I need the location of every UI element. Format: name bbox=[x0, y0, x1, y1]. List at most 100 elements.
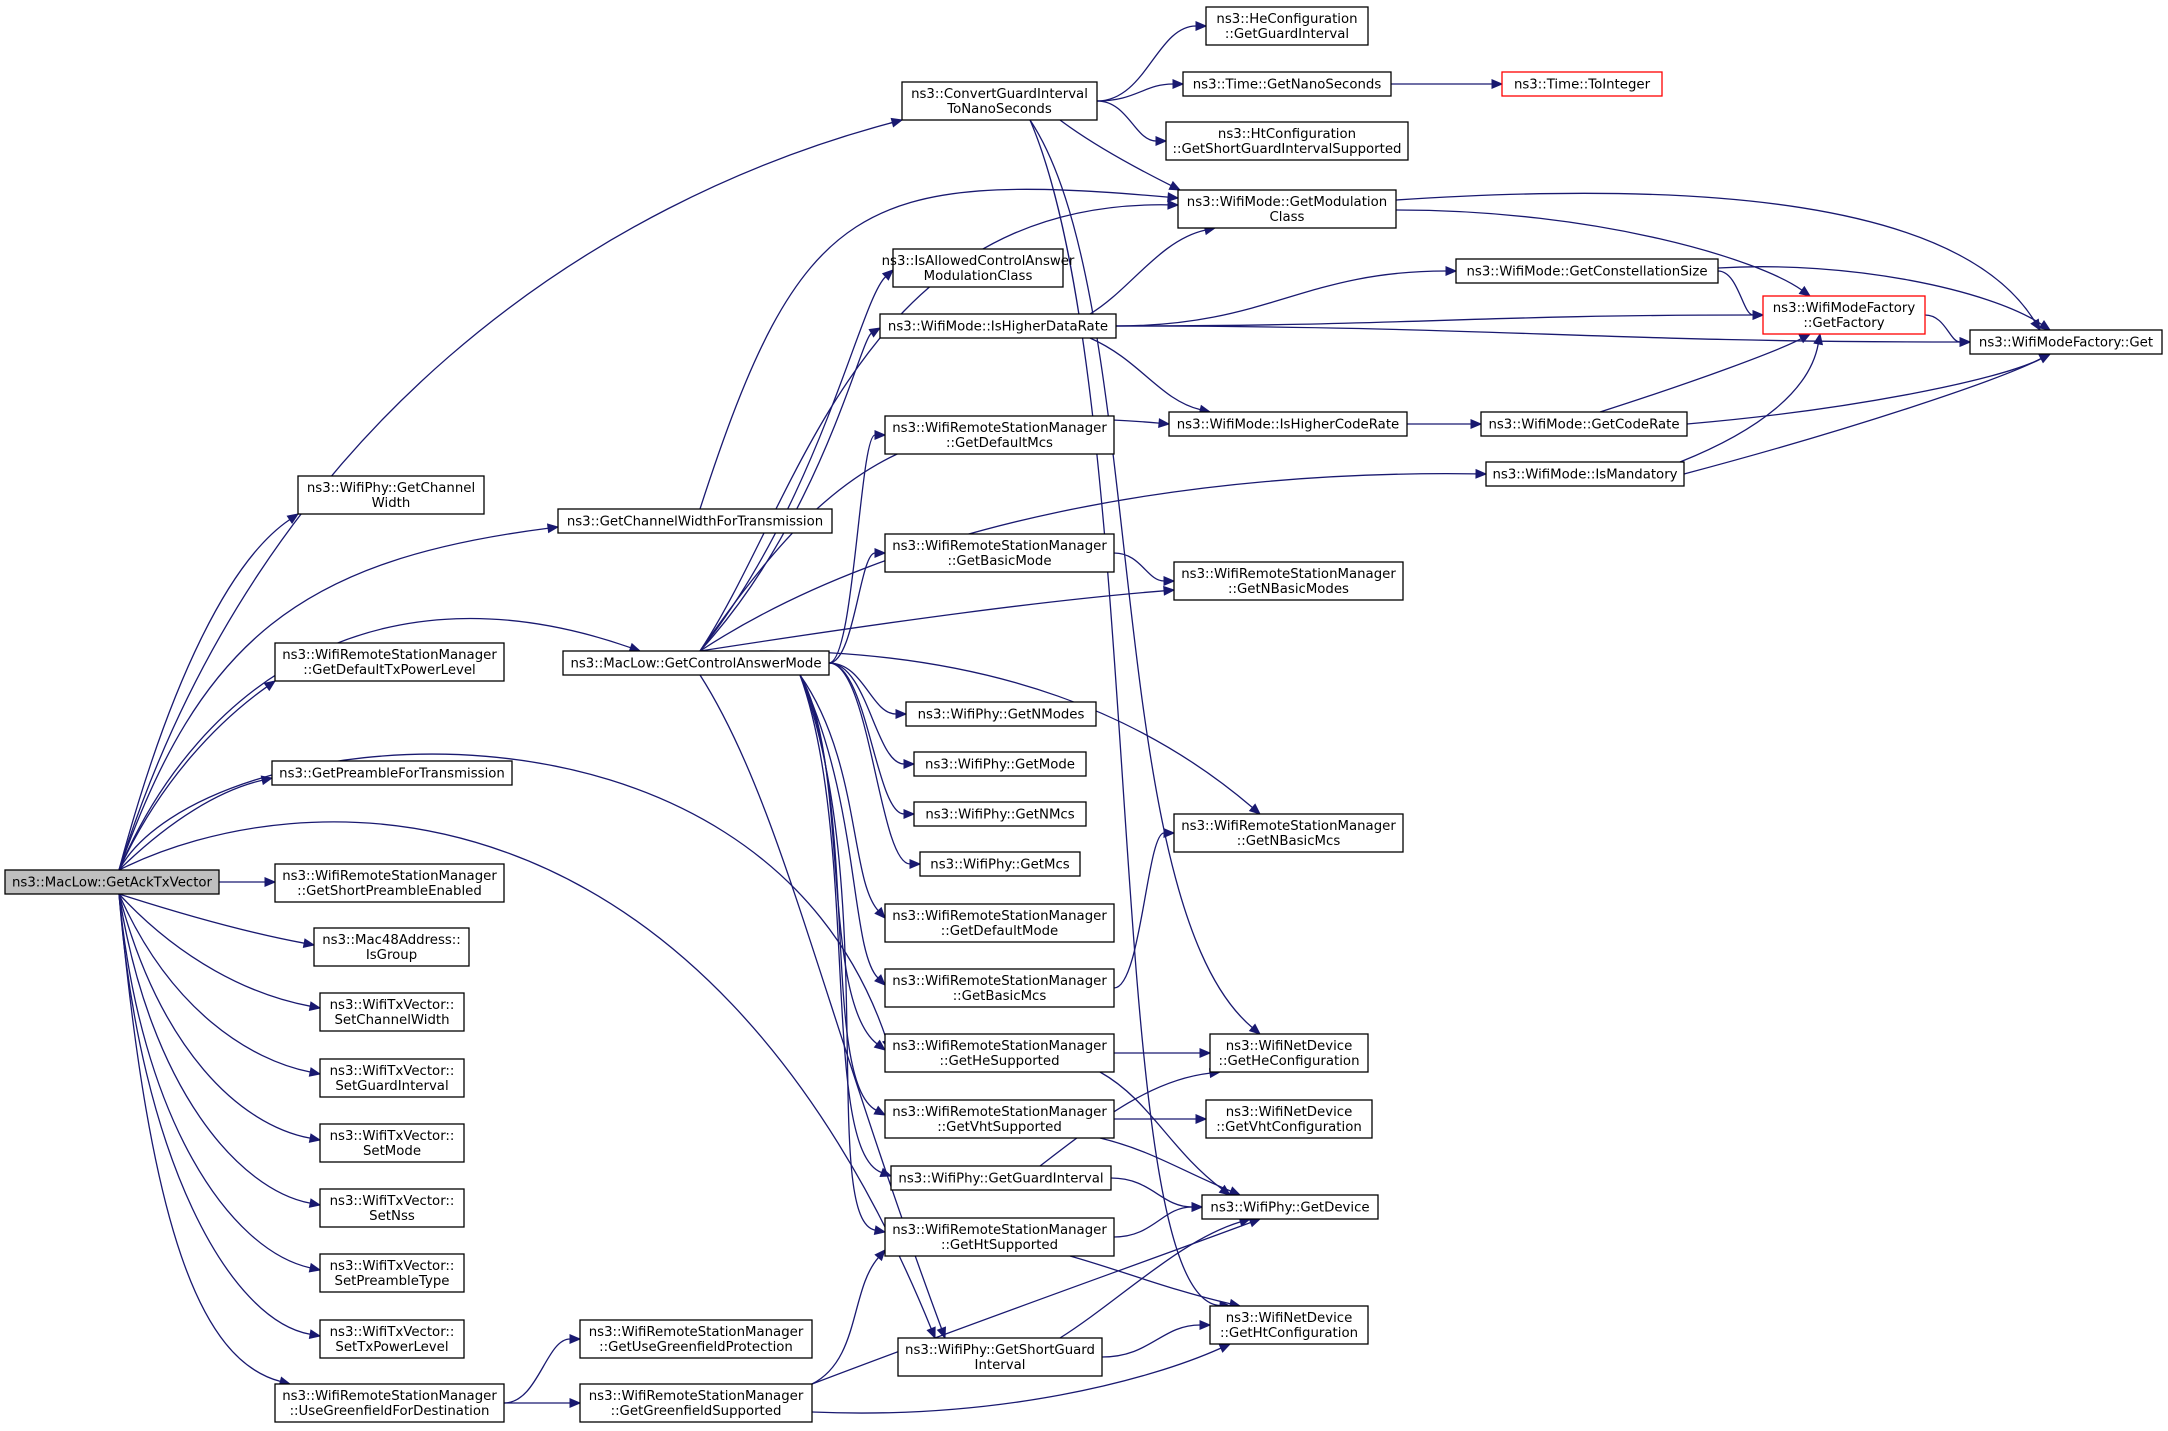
node-constsize[interactable]: ns3::WifiMode::GetConstellationSize bbox=[1455, 258, 1719, 284]
call-edge bbox=[1717, 266, 2052, 331]
node-factory_get[interactable]: ns3::WifiModeFactory::Get bbox=[1969, 329, 2163, 355]
node-label: ModulationClass bbox=[924, 269, 1033, 284]
node-hecfg_gi[interactable]: ns3::HeConfiguration::GetGuardInterval bbox=[1205, 6, 1369, 46]
node-ismandatory[interactable]: ns3::WifiMode::IsMandatory bbox=[1485, 461, 1685, 487]
node-preamble[interactable]: ns3::GetPreambleForTransmission bbox=[271, 760, 513, 786]
node-usegfprot[interactable]: ns3::WifiRemoteStationManager::GetUseGre… bbox=[579, 1319, 813, 1359]
node-ctrlanswer[interactable]: ns3::MacLow::GetControlAnswerMode bbox=[562, 650, 830, 676]
node-htcfgdev[interactable]: ns3::WifiNetDevice::GetHtConfiguration bbox=[1209, 1305, 1369, 1345]
node-label: ns3::WifiMode::GetModulation bbox=[1187, 195, 1387, 210]
node-label: ns3::WifiRemoteStationManager bbox=[892, 974, 1107, 989]
node-label: ns3::HtConfiguration bbox=[1218, 127, 1356, 142]
node-label: SetTxPowerLevel bbox=[335, 1340, 448, 1355]
node-hecfg[interactable]: ns3::WifiNetDevice::GetHeConfiguration bbox=[1209, 1033, 1369, 1073]
node-label: ns3::GetChannelWidthForTransmission bbox=[567, 515, 823, 530]
node-ishighercr[interactable]: ns3::WifiMode::IsHigherCodeRate bbox=[1168, 411, 1408, 437]
node-basicmcs[interactable]: ns3::WifiRemoteStationManager::GetBasicM… bbox=[884, 968, 1115, 1008]
node-box bbox=[557, 508, 833, 534]
node-box bbox=[884, 1033, 1115, 1073]
node-chwidth[interactable]: ns3::WifiPhy::GetChannelWidth bbox=[297, 475, 485, 515]
node-vhtsupported[interactable]: ns3::WifiRemoteStationManager::GetVhtSup… bbox=[884, 1099, 1115, 1139]
node-nbasicmcs[interactable]: ns3::WifiRemoteStationManager::GetNBasic… bbox=[1173, 813, 1404, 853]
node-box bbox=[1501, 71, 1663, 97]
node-factory[interactable]: ns3::WifiModeFactory::GetFactory bbox=[1762, 295, 1926, 335]
node-phygi[interactable]: ns3::WifiPhy::GetGuardInterval bbox=[890, 1165, 1112, 1191]
node-defaultmcs[interactable]: ns3::WifiRemoteStationManager::GetDefaul… bbox=[884, 415, 1115, 455]
node-label: ns3::WifiModeFactory bbox=[1773, 301, 1916, 316]
function-nodes: ns3::MacLow::GetAckTxVector ns3::ConvertG… bbox=[4, 6, 2163, 1423]
node-label: ns3::WifiRemoteStationManager bbox=[892, 909, 1107, 924]
node-getmcs[interactable]: ns3::WifiPhy::GetMcs bbox=[919, 851, 1081, 877]
node-htcfg[interactable]: ns3::HtConfiguration::GetShortGuardInter… bbox=[1165, 121, 1409, 161]
call-edge bbox=[1099, 1137, 1242, 1196]
node-label: SetPreambleType bbox=[335, 1274, 450, 1289]
node-box bbox=[579, 1383, 813, 1423]
node-deftxpower[interactable]: ns3::WifiRemoteStationManager::GetDefaul… bbox=[274, 642, 505, 682]
node-time_ns[interactable]: ns3::Time::GetNanoSeconds bbox=[1182, 71, 1392, 97]
node-isallowed[interactable]: ns3::IsAllowedControlAnswerModulationCla… bbox=[882, 248, 1075, 288]
call-edge bbox=[1096, 100, 1168, 146]
node-label: ::GetDefaultTxPowerLevel bbox=[303, 663, 476, 678]
call-edge bbox=[219, 877, 277, 887]
node-nmodes[interactable]: ns3::WifiPhy::GetNModes bbox=[905, 701, 1097, 727]
node-time_int[interactable]: ns3::Time::ToInteger bbox=[1501, 71, 1663, 97]
node-box bbox=[319, 1188, 465, 1228]
node-box bbox=[1205, 1099, 1373, 1139]
node-label: ns3::WifiRemoteStationManager bbox=[282, 869, 497, 884]
call-edge bbox=[118, 893, 316, 948]
node-getmode[interactable]: ns3::WifiPhy::GetMode bbox=[913, 751, 1087, 777]
call-edge bbox=[118, 680, 277, 871]
node-label: ::GetVhtConfiguration bbox=[1216, 1120, 1362, 1135]
node-label: ns3::MacLow::GetControlAnswerMode bbox=[570, 657, 821, 672]
node-label: ns3::WifiRemoteStationManager bbox=[892, 1105, 1107, 1120]
node-label: ::GetFactory bbox=[1803, 316, 1884, 331]
node-nmcs[interactable]: ns3::WifiPhy::GetNMcs bbox=[913, 801, 1087, 827]
call-edge bbox=[799, 674, 886, 986]
node-defaultmode[interactable]: ns3::WifiRemoteStationManager::GetDefaul… bbox=[884, 903, 1115, 943]
node-setmode[interactable]: ns3::WifiTxVector::SetMode bbox=[319, 1123, 465, 1163]
node-usegffordest[interactable]: ns3::WifiRemoteStationManager::UseGreenf… bbox=[274, 1383, 505, 1423]
call-edge bbox=[1096, 21, 1208, 102]
node-vhtcfg[interactable]: ns3::WifiNetDevice::GetVhtConfiguration bbox=[1205, 1099, 1373, 1139]
node-box bbox=[1173, 561, 1404, 601]
node-label: ns3::WifiRemoteStationManager bbox=[589, 1325, 804, 1340]
node-label: ::UseGreenfieldForDestination bbox=[290, 1404, 490, 1419]
node-label: ns3::WifiRemoteStationManager bbox=[282, 1389, 497, 1404]
call-edge bbox=[1069, 1255, 1242, 1309]
node-label: ::GetNBasicModes bbox=[1228, 582, 1349, 597]
node-label: ns3::WifiRemoteStationManager bbox=[892, 1039, 1107, 1054]
node-htsupported[interactable]: ns3::WifiRemoteStationManager::GetHtSupp… bbox=[884, 1217, 1115, 1257]
call-edge bbox=[699, 269, 894, 652]
call-edge bbox=[811, 1343, 1232, 1414]
node-label: ns3::MacLow::GetAckTxVector bbox=[12, 876, 213, 891]
node-isgroup[interactable]: ns3::Mac48Address::IsGroup bbox=[313, 927, 470, 967]
node-hesupported[interactable]: ns3::WifiRemoteStationManager::GetHeSupp… bbox=[884, 1033, 1115, 1073]
node-setpreamble[interactable]: ns3::WifiTxVector::SetPreambleType bbox=[319, 1253, 465, 1293]
node-setchwidth[interactable]: ns3::WifiTxVector::SetChannelWidth bbox=[319, 992, 465, 1032]
call-edge bbox=[1113, 1114, 1208, 1124]
node-box bbox=[1177, 189, 1397, 229]
node-getdevice[interactable]: ns3::WifiPhy::GetDevice bbox=[1201, 1194, 1379, 1220]
node-chwidthtx[interactable]: ns3::GetChannelWidthForTransmission bbox=[557, 508, 833, 534]
node-box bbox=[879, 313, 1117, 339]
call-edge bbox=[1717, 270, 1765, 320]
node-box bbox=[319, 1253, 465, 1293]
call-edge bbox=[118, 893, 322, 1143]
node-label: ::GetHeConfiguration bbox=[1218, 1054, 1359, 1069]
node-shortpreamble[interactable]: ns3::WifiRemoteStationManager::GetShortP… bbox=[274, 863, 505, 903]
node-shortgi[interactable]: ns3::WifiPhy::GetShortGuardInterval bbox=[897, 1337, 1103, 1377]
node-ishigherdr[interactable]: ns3::WifiMode::IsHigherDataRate bbox=[879, 313, 1117, 339]
node-label: SetMode bbox=[363, 1144, 421, 1159]
node-getcoderate[interactable]: ns3::WifiMode::GetCodeRate bbox=[1480, 411, 1688, 437]
node-settxpower[interactable]: ns3::WifiTxVector::SetTxPowerLevel bbox=[319, 1319, 465, 1359]
node-setnss[interactable]: ns3::WifiTxVector::SetNss bbox=[319, 1188, 465, 1228]
node-setgi[interactable]: ns3::WifiTxVector::SetGuardInterval bbox=[319, 1058, 465, 1098]
call-edge bbox=[699, 585, 1176, 652]
node-nbasicmodes[interactable]: ns3::WifiRemoteStationManager::GetNBasic… bbox=[1173, 561, 1404, 601]
node-box bbox=[319, 1123, 465, 1163]
node-basicmode[interactable]: ns3::WifiRemoteStationManager::GetBasicM… bbox=[884, 533, 1115, 573]
node-gfsupported[interactable]: ns3::WifiRemoteStationManager::GetGreenf… bbox=[579, 1383, 813, 1423]
node-label: ns3::WifiTxVector:: bbox=[330, 1129, 455, 1144]
